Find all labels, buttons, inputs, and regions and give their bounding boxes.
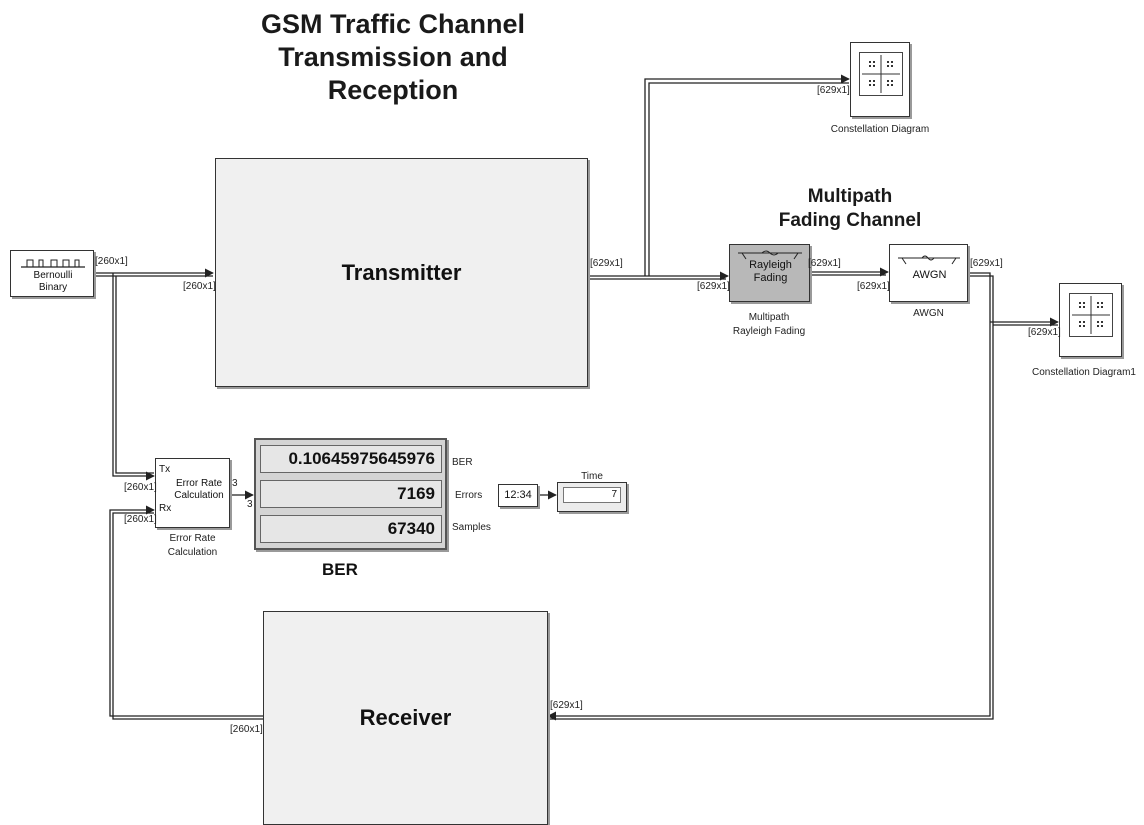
pulse-train-icon <box>21 259 85 268</box>
title-line-3: Reception <box>327 75 459 106</box>
channel-heading: Multipath Fading Channel <box>770 185 930 233</box>
line-bern-to-errtx <box>112 273 155 481</box>
ber-caption: BER <box>322 560 358 579</box>
dim-rayleigh-in: [629x1] <box>697 281 730 292</box>
channel-heading-line-2: Fading Channel <box>778 209 922 231</box>
constellation-diagram-caption: Constellation Diagram <box>830 124 930 135</box>
error-rate-label-2: Calculation <box>174 490 224 501</box>
rayleigh-caption-2: Rayleigh Fading <box>732 325 806 337</box>
line-awgn-out <box>547 272 991 721</box>
samples-row-label: Samples <box>452 522 491 533</box>
rayleigh-caption: Multipath Rayleigh Fading <box>704 311 834 338</box>
time-display-block[interactable]: 7 <box>557 482 627 512</box>
error-rate-caption-1: Error Rate <box>169 533 216 544</box>
rayleigh-label-1: Rayleigh <box>749 259 792 271</box>
receiver-label: Receiver <box>359 705 452 730</box>
constellation-diagram1-caption: Constellation Diagram1 <box>1032 367 1136 378</box>
error-rate-caption: Error Rate Calculation <box>150 532 235 559</box>
ber-in-dim: 3 <box>247 499 253 510</box>
port-tx-label: Tx <box>159 464 171 475</box>
error-rate-caption-2: Calculation <box>167 546 218 558</box>
error-rate-label-1: Error Rate <box>175 478 223 489</box>
dim-awgn-in: [629x1] <box>857 281 890 292</box>
transmitter-block[interactable]: Transmitter <box>215 158 588 387</box>
dim-awgn-out: [629x1] <box>970 258 1003 269</box>
error-rate-out-dim: 3 <box>232 478 238 489</box>
bernoulli-binary-block[interactable]: Bernoulli Binary <box>10 250 94 297</box>
errors-value: 7169 <box>260 480 442 508</box>
channel-heading-line-1: Multipath <box>807 186 893 207</box>
model-title: GSM Traffic Channel Transmission and Rec… <box>228 8 558 108</box>
time-display-caption: Time <box>581 471 603 482</box>
ber-display-block[interactable]: 0.10645975645976 7169 67340 <box>254 438 447 550</box>
transmitter-label: Transmitter <box>341 259 462 285</box>
title-line-1: GSM Traffic Channel <box>260 9 526 39</box>
awgn-label: AWGN <box>912 269 947 281</box>
bernoulli-label-1: Bernoulli <box>33 270 73 281</box>
dim-receiver-out: [260x1] <box>230 724 263 735</box>
constellation-grid-icon <box>859 52 903 96</box>
rayleigh-fading-block[interactable]: Rayleigh Fading <box>729 244 810 302</box>
time-display-value: 7 <box>563 487 621 503</box>
receiver-block[interactable]: Receiver <box>263 611 548 825</box>
dim-bern-out: [260x1] <box>95 256 128 267</box>
constellation1-grid-icon <box>1069 293 1113 337</box>
rayleigh-label-2: Fading <box>753 272 788 285</box>
rayleigh-caption-1: Multipath <box>748 312 790 323</box>
awgn-caption: AWGN <box>913 308 944 319</box>
fading-profile-icon <box>738 250 802 260</box>
clock-block[interactable]: 12:34 <box>498 484 538 507</box>
port-rx-label: Rx <box>159 503 172 514</box>
title-line-2: Transmission and <box>278 42 508 73</box>
dim-err-rx-in: [260x1] <box>124 514 157 525</box>
constellation-diagram-block[interactable] <box>850 42 910 117</box>
line-tx-to-const1 <box>644 74 850 276</box>
clock-label: 12:34 <box>504 489 532 501</box>
constellation-diagram1-block[interactable] <box>1059 283 1122 357</box>
line-rx-to-errrx <box>109 505 263 717</box>
dim-err-tx-in: [260x1] <box>124 482 157 493</box>
ber-row-label: BER <box>452 457 473 468</box>
ber-value: 0.10645975645976 <box>260 445 442 473</box>
awgn-block[interactable]: AWGN <box>889 244 968 302</box>
bernoulli-label-2: Binary <box>38 282 68 293</box>
dim-const2-in: [629x1] <box>1028 327 1061 338</box>
dim-tx-out: [629x1] <box>590 258 623 269</box>
dim-const1-in: [629x1] <box>817 85 850 96</box>
dim-tx-in: [260x1] <box>183 281 216 292</box>
error-rate-calculation-block[interactable]: Tx Rx Error Rate Calculation <box>155 458 230 528</box>
dim-rayleigh-out: [629x1] <box>808 258 841 269</box>
samples-value: 67340 <box>260 515 442 543</box>
dim-receiver-in: [629x1] <box>550 700 583 711</box>
errors-row-label: Errors <box>455 490 483 501</box>
awgn-channel-icon <box>898 255 960 265</box>
